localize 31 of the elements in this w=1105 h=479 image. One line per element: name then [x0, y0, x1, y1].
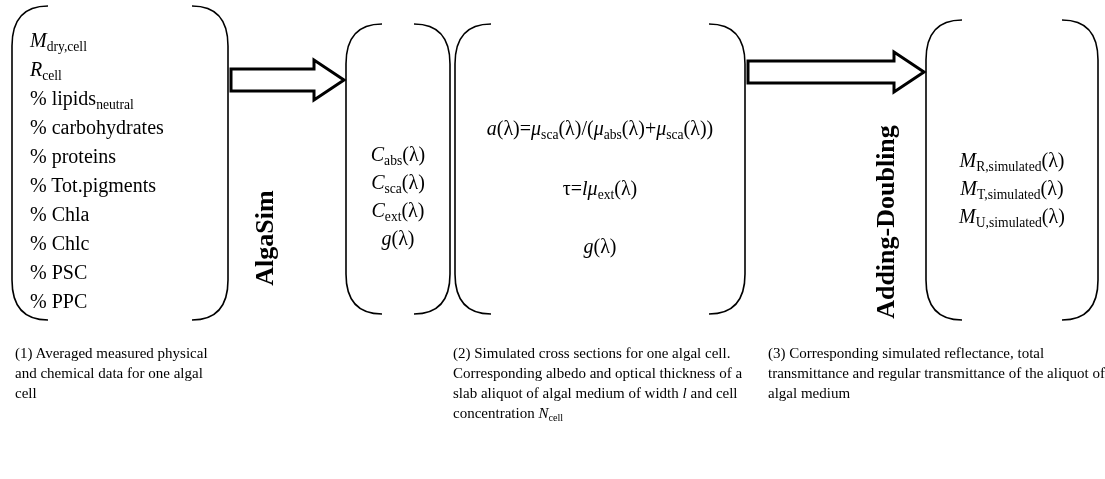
bracket-group — [346, 24, 450, 314]
formula-text: % PSC — [30, 260, 88, 284]
formula-text: % lipids$_{neutral}$ — [30, 86, 134, 110]
formula-text: M$_{R,simulated}$(λ) — [958, 148, 1066, 172]
edge-label: AlgaSim — [249, 190, 280, 286]
formula-text: M$_{T,simulated}$(λ) — [959, 176, 1065, 200]
formula-text: % carbohydrates — [30, 115, 164, 139]
block-arrow — [229, 57, 347, 103]
caption-text: (3) Corresponding simulated reflectance, total transmittance and regular transmittance of the aliquot of algal medium — [768, 344, 1105, 403]
formula-text: C$_{ext}$(λ) — [370, 198, 426, 222]
formula-text: τ=lμ$_{ext}$(λ) — [561, 176, 639, 200]
bracket-group — [926, 20, 1098, 320]
formula-text: a(λ)=μ$_{sca}$(λ)/(μ$_{abs}$(λ)+μ$_{sca}$(λ)) — [485, 116, 715, 140]
formula-text: % proteins — [30, 144, 117, 168]
formula-text: R$_{cell}$ — [30, 57, 62, 81]
formula-text: g(λ) — [582, 234, 618, 258]
formula-text: % Chla — [30, 202, 90, 226]
formula-text: C$_{sca}$(λ) — [370, 170, 426, 194]
caption-text: (1) Averaged measured physical and chemical data for one algal cell — [15, 344, 209, 403]
formula-text: % Tot.pigments — [30, 173, 156, 197]
formula-text: C$_{abs}$(λ) — [369, 142, 427, 166]
block-arrow — [746, 49, 927, 95]
bracket-group — [455, 24, 745, 314]
formula-text: M$_{dry,cell}$ — [30, 28, 87, 52]
formula-text: g(λ) — [380, 226, 416, 250]
bracket-group — [12, 6, 228, 320]
formula-text: % PPC — [30, 289, 88, 313]
formula-text: % Chlc — [30, 231, 90, 255]
formula-text: M$_{U,simulated}$(λ) — [958, 204, 1066, 228]
caption-text: (2) Simulated cross sections for one algal cell. Corresponding albedo and optical thickness of a slab aliquot of algal medium of width l and cell concentration N$_{cell}$ — [453, 344, 744, 423]
edge-label: Adding-Doubling — [870, 125, 901, 319]
